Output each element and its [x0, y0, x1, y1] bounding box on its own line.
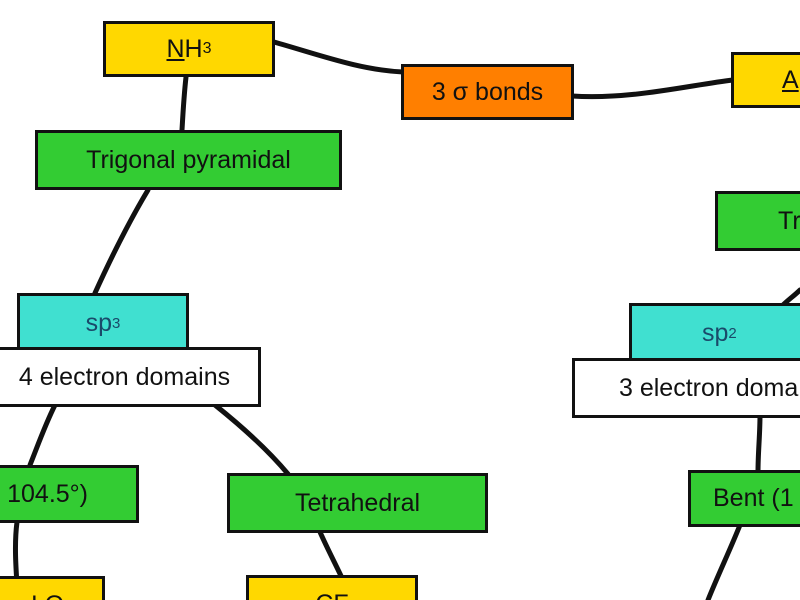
node-bent-partial: Bent (1: [688, 470, 800, 527]
bottom-mid-partial-label: CF: [315, 590, 348, 600]
trigonal-pyramidal-label: Trigonal pyramidal: [86, 145, 291, 174]
sp3-superscript: 3: [112, 314, 121, 332]
sp2-base: sp: [702, 318, 729, 347]
connector-nh3-trigonal: [179, 74, 189, 133]
connector-domains3-bent: [755, 412, 763, 475]
sp3-base: sp: [85, 308, 113, 337]
node-bottom-mid-partial: CF: [246, 575, 418, 600]
connector-tetrahedral-bottom: [317, 529, 345, 581]
bent-partial-label: Bent (1: [713, 484, 794, 512]
node-angle-partial: 104.5°): [0, 465, 139, 523]
connector-sigma-a: [569, 77, 736, 100]
node-sigma-bonds: 3 σ bonds: [401, 64, 574, 120]
node-tetrahedral: Tetrahedral: [227, 473, 488, 533]
node-4-electron-domains: 4 electron domains: [0, 347, 261, 407]
tetrahedral-label: Tetrahedral: [294, 488, 421, 517]
node-trigonal-pyramidal: Trigonal pyramidal: [35, 130, 342, 190]
node-a-partial: A: [731, 52, 800, 108]
node-3-electron-domains: 3 electron doma: [572, 358, 800, 418]
four-domains-label: 4 electron domains: [18, 362, 231, 391]
nh3-rest: H: [184, 34, 203, 63]
connector-domains-tetrahedral: [212, 402, 291, 477]
nh3-subscript: 3: [202, 40, 212, 57]
connector-trigonal-sp3: [92, 187, 151, 296]
connector-nh3-sigma: [271, 39, 406, 75]
three-domains-label: 3 electron doma: [619, 373, 799, 402]
sigma-bonds-label: 3 σ bonds: [431, 77, 544, 106]
node-tr-partial: Tr: [715, 191, 800, 251]
connector-bent-down: [705, 522, 743, 600]
tr-partial-label: Tr: [778, 206, 800, 235]
angle-partial-label: 104.5°): [7, 479, 88, 508]
node-bottom-left-partial: I O: [0, 576, 105, 600]
sp2-superscript: 2: [728, 324, 737, 342]
nh3-underlined-letter: N: [166, 34, 185, 63]
bottom-left-partial-label: I O: [31, 591, 64, 600]
a-partial-label: A: [782, 65, 799, 94]
connector-domains-angle: [27, 402, 58, 468]
